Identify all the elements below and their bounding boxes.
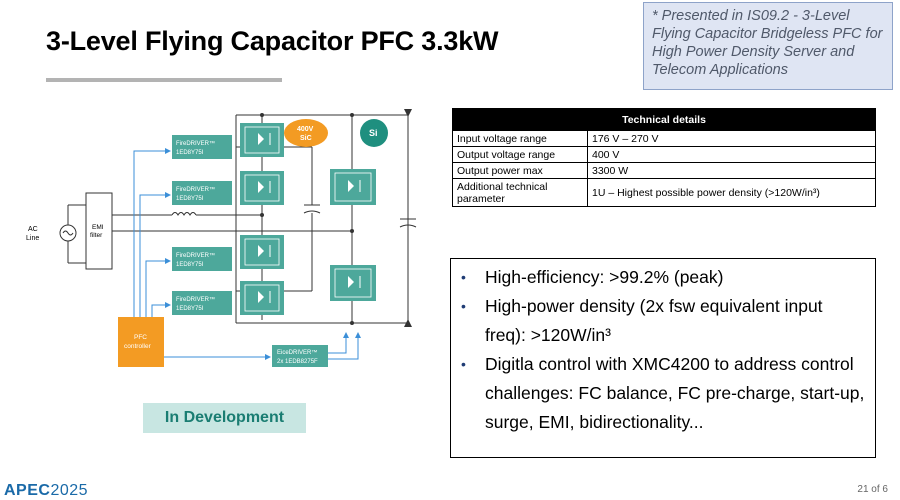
- svg-text:filter: filter: [90, 232, 103, 239]
- gate-driver-block: FireDRIVER™ 1ED8Y75I: [172, 247, 232, 271]
- page-number: 21 of 6: [857, 484, 888, 495]
- mosfet-switch: [330, 169, 376, 205]
- svg-text:EMI: EMI: [92, 224, 104, 231]
- apec-logo: APEC2025: [4, 482, 89, 499]
- svg-text:FireDRIVER™: FireDRIVER™: [176, 252, 215, 259]
- svg-text:2x 1EDB8275F: 2x 1EDB8275F: [277, 359, 318, 365]
- svg-text:SiC: SiC: [300, 135, 312, 142]
- feature-bullets-box: •High-efficiency: >99.2% (peak) •High-po…: [450, 258, 876, 458]
- table-row: Output voltage range 400 V: [452, 146, 876, 163]
- mosfet-switch: [240, 235, 284, 269]
- svg-text:PFC: PFC: [134, 334, 147, 341]
- table-row: Additional technical parameter 1U – High…: [452, 178, 876, 207]
- reference-note: * Presented in IS09.2 - 3-Level Flying C…: [643, 2, 893, 90]
- svg-text:FireDRIVER™: FireDRIVER™: [176, 296, 215, 303]
- ac-source: AC Line: [26, 204, 86, 264]
- si-badge: Si: [360, 119, 388, 147]
- bullet-item: •Digitla control with XMC4200 to address…: [459, 350, 867, 437]
- bullet-dot-icon: •: [461, 269, 466, 285]
- svg-text:AC: AC: [28, 226, 38, 233]
- gate-driver-block: FireDRIVER™ 1ED8Y75I: [172, 291, 232, 315]
- table-cell-param: Output power max: [452, 162, 588, 179]
- bullet-dot-icon: •: [461, 356, 466, 372]
- svg-text:FireDRIVER™: FireDRIVER™: [176, 140, 215, 147]
- status-badge: In Development: [143, 403, 306, 433]
- svg-text:1ED8Y75I: 1ED8Y75I: [176, 306, 204, 312]
- control-signals: [133, 148, 361, 360]
- bullet-dot-icon: •: [461, 298, 466, 314]
- sic-badge: 400V SiC: [284, 119, 328, 147]
- svg-text:EiceDRIVER™: EiceDRIVER™: [277, 349, 317, 356]
- bullet-item: •High-power density (2x fsw equivalent i…: [459, 292, 867, 350]
- mosfet-switch: [240, 123, 284, 157]
- table-cell-param: Additional technical parameter: [452, 178, 588, 207]
- mosfet-switch: [330, 265, 376, 301]
- svg-text:Si: Si: [369, 128, 378, 138]
- gate-driver-block: FireDRIVER™ 1ED8Y75I: [172, 181, 232, 205]
- svg-text:controller: controller: [124, 343, 152, 350]
- table-cell-value: 176 V – 270 V: [587, 130, 876, 147]
- bullet-item: •High-efficiency: >99.2% (peak): [459, 263, 867, 292]
- gate-driver-block: FireDRIVER™ 1ED8Y75I: [172, 135, 232, 159]
- svg-text:1ED8Y75I: 1ED8Y75I: [176, 196, 204, 202]
- table-row: Output power max 3300 W: [452, 162, 876, 179]
- table-cell-value: 1U – Highest possible power density (>12…: [587, 178, 876, 207]
- mosfet-switch: [240, 171, 284, 205]
- table-cell-param: Input voltage range: [452, 130, 588, 147]
- title-underline: [46, 78, 282, 82]
- table-cell-value: 3300 W: [587, 162, 876, 179]
- svg-text:400V: 400V: [297, 126, 314, 133]
- svg-text:1ED8Y75I: 1ED8Y75I: [176, 262, 204, 268]
- eicedriver-block: EiceDRIVER™ 2x 1EDB8275F: [272, 345, 328, 367]
- table-cell-value: 400 V: [587, 146, 876, 163]
- mosfet-switch: [240, 281, 284, 315]
- svg-text:FireDRIVER™: FireDRIVER™: [176, 186, 215, 193]
- junction-dots: [260, 113, 354, 325]
- svg-text:1ED8Y75I: 1ED8Y75I: [176, 150, 204, 156]
- svg-text:Line: Line: [26, 235, 39, 242]
- emi-filter-block: EMI filter: [85, 192, 113, 270]
- output-arrows: [404, 109, 412, 327]
- table-cell-param: Output voltage range: [452, 146, 588, 163]
- table-row: Input voltage range 176 V – 270 V: [452, 130, 876, 147]
- pfc-circuit-diagram: AC Line EMI filter: [26, 109, 417, 367]
- table-header: Technical details: [452, 108, 876, 131]
- pfc-controller-block: PFC controller: [118, 317, 164, 367]
- technical-details-table: Technical details Input voltage range 17…: [452, 108, 876, 207]
- page-title: 3-Level Flying Capacitor PFC 3.3kW: [46, 26, 499, 56]
